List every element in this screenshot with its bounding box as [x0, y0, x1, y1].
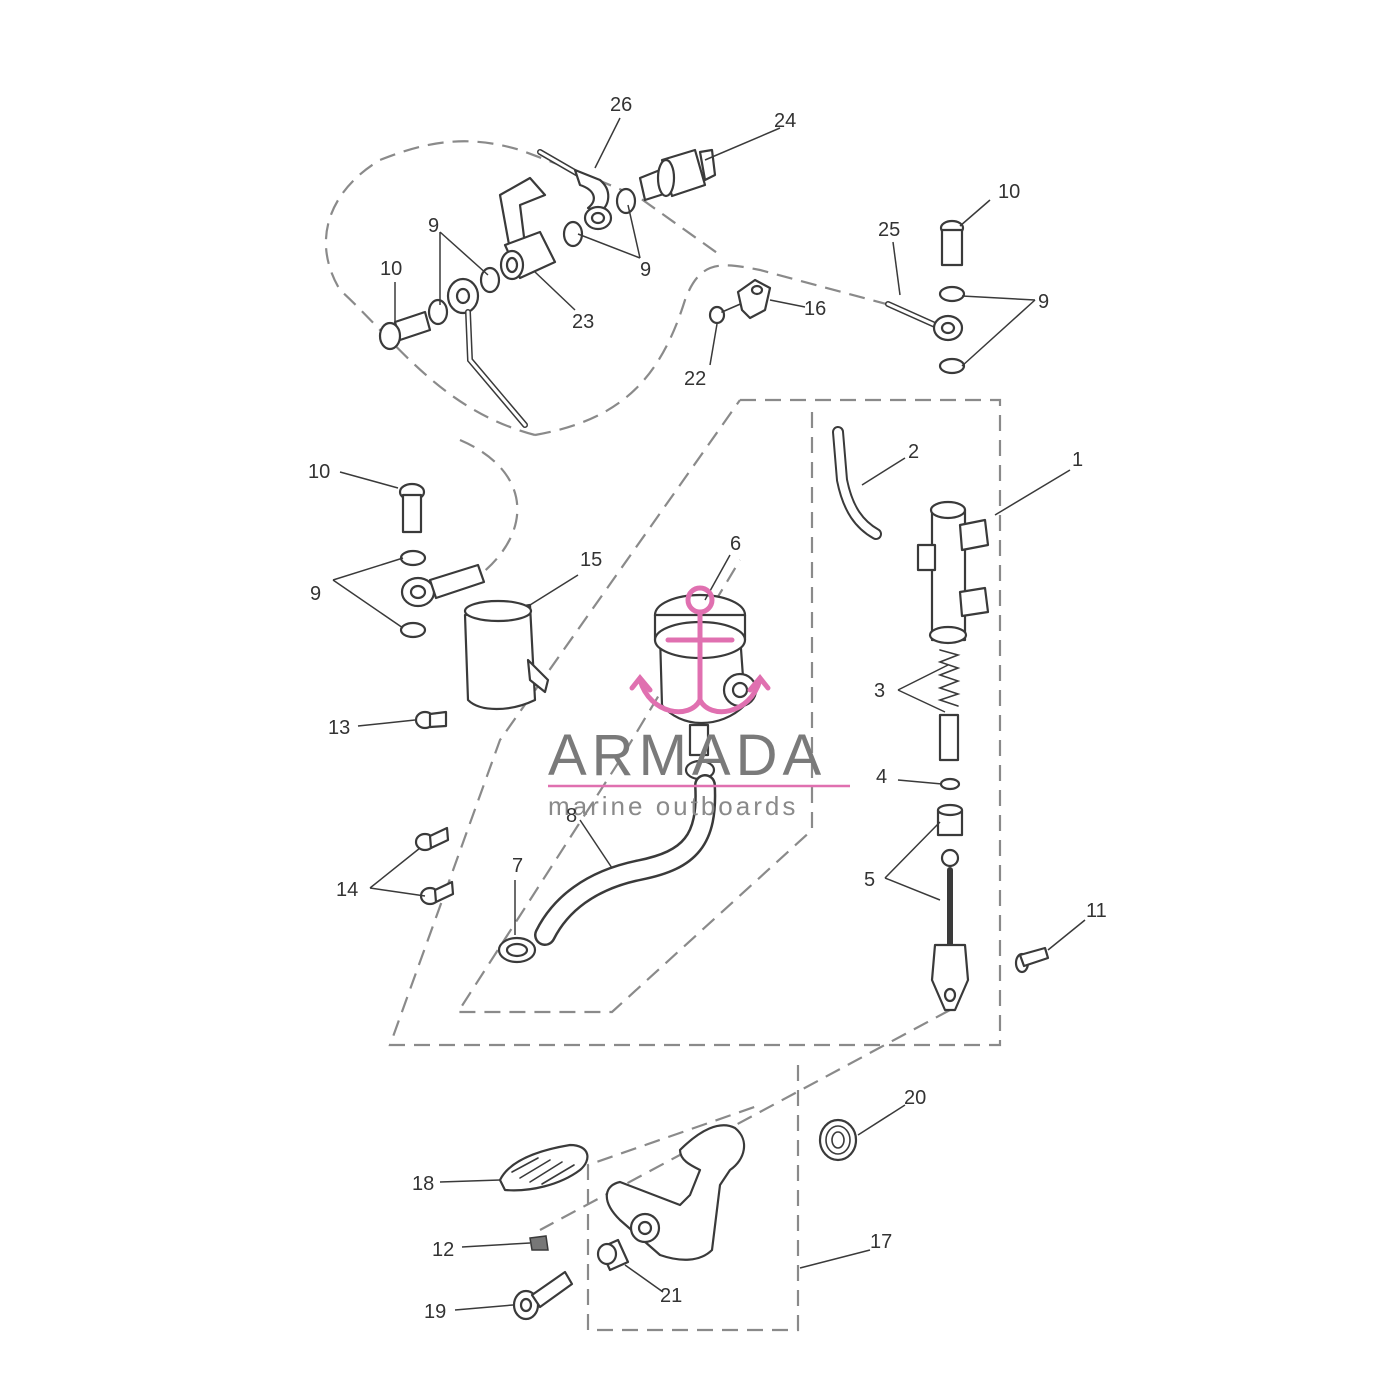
washer-9b: [427, 298, 449, 326]
callout-12: 12: [432, 1239, 454, 1261]
part-21-bush: [596, 1238, 630, 1272]
part-3-spring: [937, 649, 961, 762]
part-18-pedal-pad: [498, 1143, 589, 1192]
callout-9-top-left: 9: [428, 215, 439, 237]
callout-2: 2: [908, 441, 919, 463]
callout-21: 21: [660, 1285, 682, 1307]
pedal-link-outline: [539, 1009, 951, 1231]
callout-25: 25: [878, 219, 900, 241]
armada-watermark: ARMADA marine outboards: [548, 585, 850, 821]
callout-10-left: 10: [308, 461, 330, 483]
washer-9e: [938, 285, 966, 303]
washer-9a: [479, 266, 501, 294]
part-5-pushrod: [930, 803, 970, 1012]
part-17-brake-pedal: [605, 1124, 746, 1261]
callout-22: 22: [684, 368, 706, 390]
callout-3: 3: [874, 680, 885, 702]
reservoir-box-outline: [455, 412, 814, 1014]
callout-10-top-left: 10: [380, 258, 402, 280]
part-2-hose: [832, 426, 882, 540]
callout-17: 17: [870, 1231, 892, 1253]
callout-8: 8: [566, 805, 577, 827]
callout-9-top-center: 9: [640, 259, 651, 281]
washer-9d: [615, 187, 637, 215]
anchor-icon: [629, 585, 771, 715]
callout-9-left: 9: [310, 583, 321, 605]
callout-15: 15: [580, 549, 602, 571]
callout-26: 26: [610, 94, 632, 116]
part-8-hose: [534, 774, 717, 946]
washer-9g: [399, 549, 427, 567]
part-15-guard: [463, 599, 550, 710]
part-10-bolt-a: [378, 310, 432, 351]
watermark-tagline: marine outboards: [548, 791, 798, 821]
part-25-banjo-end: [885, 301, 964, 342]
callout-7: 7: [512, 855, 523, 877]
callout-10-top-right: 10: [998, 181, 1020, 203]
part-20-return-spring: [818, 1118, 858, 1162]
part-26-banjo-fitting: [537, 149, 613, 231]
callout-9-right: 9: [1038, 291, 1049, 313]
part-11-pin: [1014, 946, 1050, 974]
brake-hose-loop-right-outline: [534, 264, 891, 437]
callout-5: 5: [864, 869, 875, 891]
leader-lines: [332, 117, 1086, 1311]
part-1-master-cylinder: [916, 500, 990, 645]
pedal-box-outline: [586, 1065, 800, 1332]
part-banjo-hose-upper: [446, 277, 528, 428]
callout-23: 23: [572, 311, 594, 333]
callout-20: 20: [904, 1087, 926, 1109]
part-4-o-ring: [939, 777, 961, 791]
callout-1: 1: [1072, 449, 1083, 471]
callout-19: 19: [424, 1301, 446, 1323]
washer-9f: [938, 357, 966, 375]
part-10-bolt-c: [398, 482, 426, 534]
part-22-screw: [708, 301, 746, 325]
part-19-pivot-bolt: [512, 1270, 574, 1321]
part-13-screw: [414, 710, 448, 730]
washer-9c: [562, 220, 584, 248]
part-7-clamp-lower: [497, 936, 537, 964]
callout-labels: 1 2 3 4 5 6 7 8 9 9 9 9 10 10 10 10 11 1…: [308, 94, 1107, 1323]
callout-24: 24: [774, 110, 796, 132]
callout-14: 14: [336, 879, 358, 901]
part-10-bolt-b: [939, 219, 965, 267]
callout-16: 16: [804, 298, 826, 320]
callout-6: 6: [730, 533, 741, 555]
watermark-brand: ARMADA: [548, 723, 826, 788]
part-24-pressure-switch: [638, 148, 717, 202]
part-16-clip: [736, 278, 772, 320]
callout-11: 11: [1086, 900, 1107, 922]
callout-18: 18: [412, 1173, 434, 1195]
part-14-screws: [414, 826, 455, 906]
callout-4: 4: [876, 766, 887, 788]
part-23-spacer: [498, 176, 557, 281]
part-12-clip: [529, 1235, 549, 1251]
washer-9h: [399, 621, 427, 639]
part-banjo-lower-left: [400, 563, 486, 608]
callout-13: 13: [328, 717, 350, 739]
hose-15-outline: [459, 438, 519, 576]
